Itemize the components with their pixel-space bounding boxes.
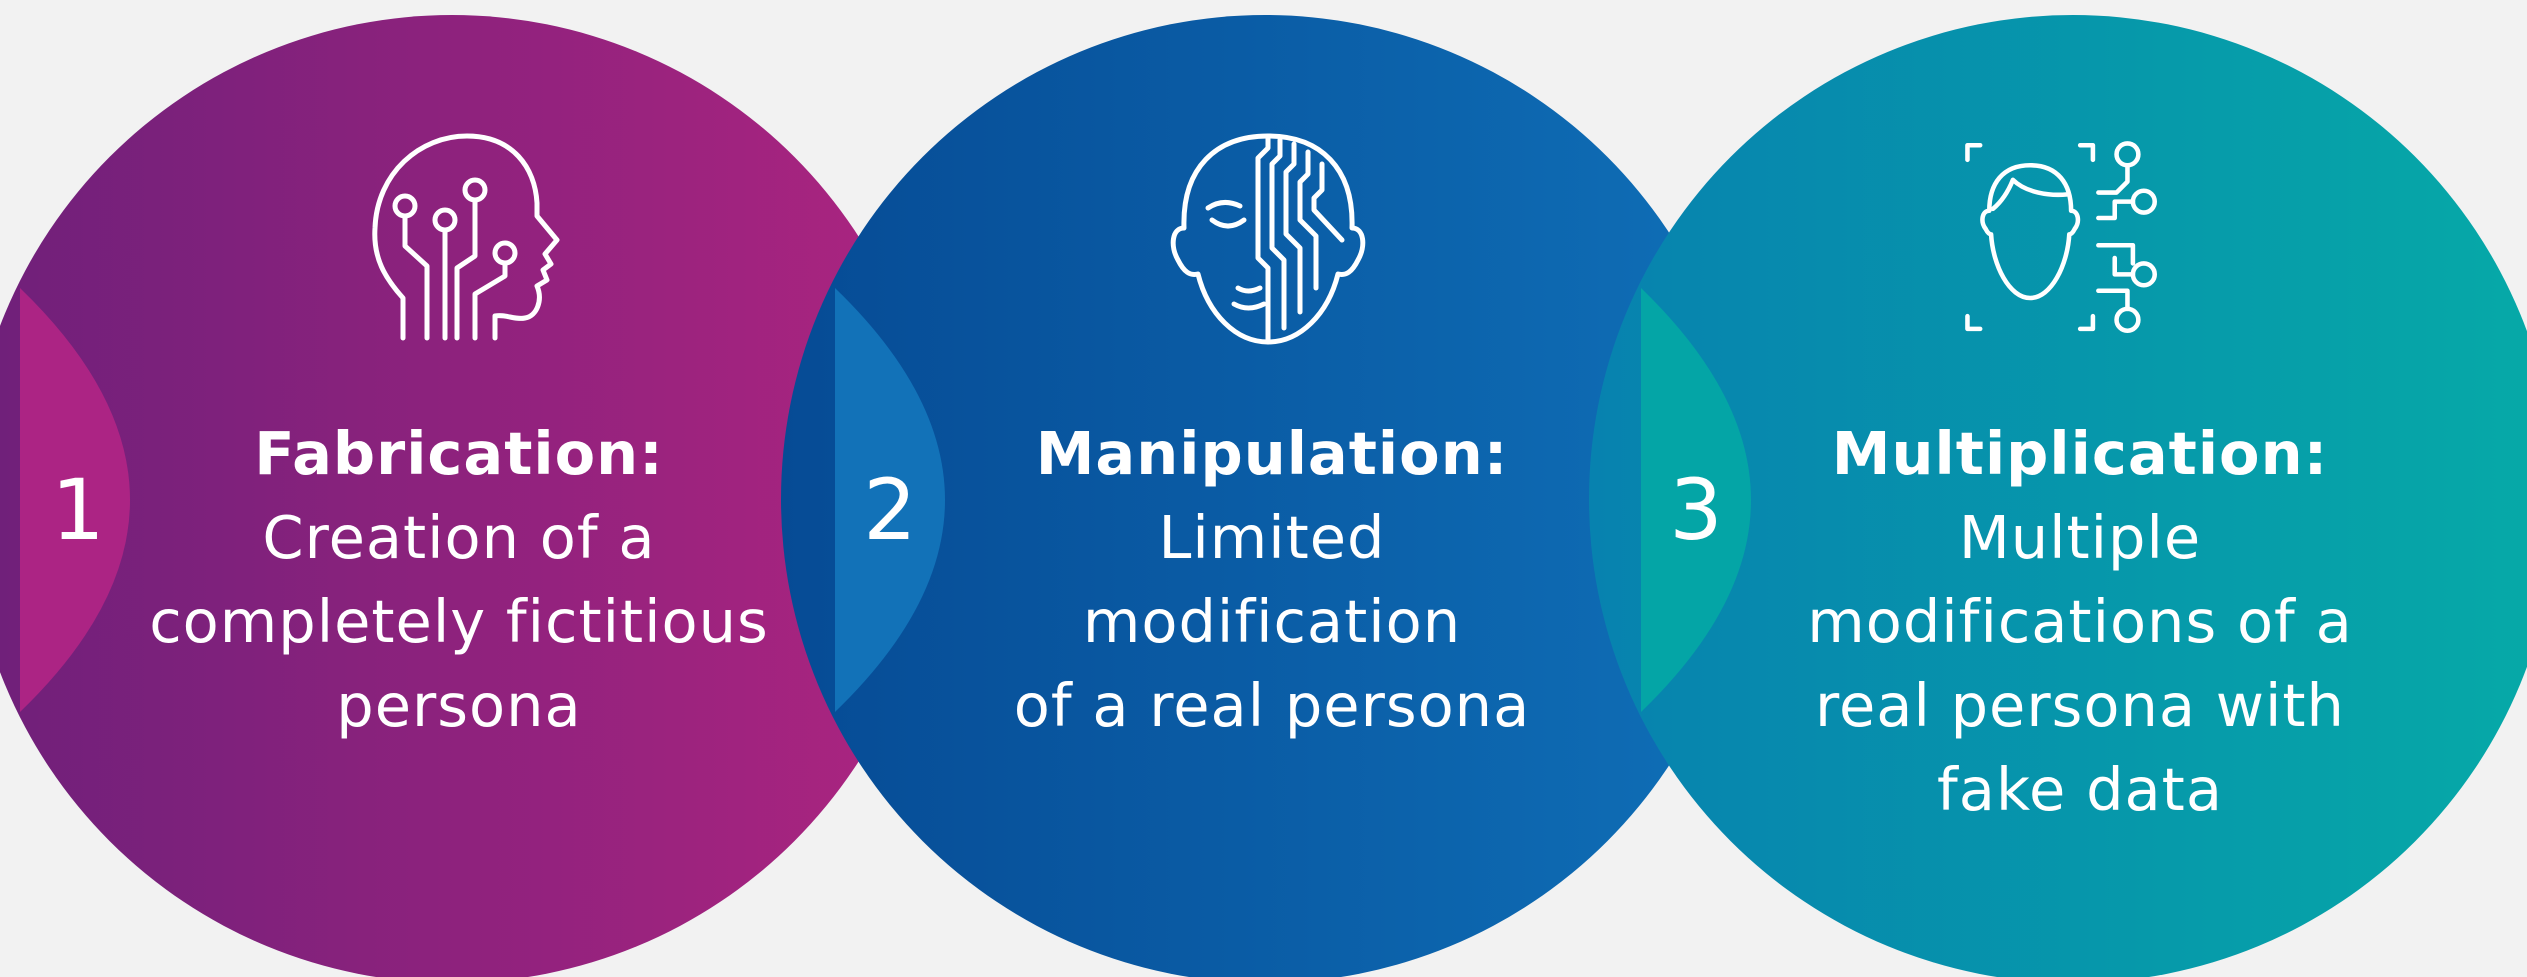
step-number-3: 3 (1669, 461, 1723, 559)
step-3-text: Multiplication: Multiple modifications o… (1720, 412, 2440, 832)
step-1-line-2: completely fictitious (149, 587, 769, 656)
lens-3 (1641, 288, 1751, 712)
ai-head-circuit-icon (365, 128, 565, 348)
step-3-line-4: fake data (1937, 755, 2223, 824)
face-scan-circuit-icon (1962, 128, 2162, 348)
half-circuit-face-icon (1168, 128, 1368, 348)
circle-1 (0, 15, 936, 977)
lens-2 (835, 288, 945, 712)
step-1-line-1: Creation of a (262, 503, 656, 572)
circle-2 (781, 15, 1749, 977)
step-2-line-3: of a real persona (1013, 671, 1531, 740)
step-number-2: 2 (863, 461, 917, 559)
step-3-line-3: real persona with (1815, 671, 2345, 740)
step-3-title: Multiplication: (1831, 419, 2329, 488)
step-2-line-2: modification (1082, 587, 1462, 656)
step-2-title: Manipulation: (1035, 419, 1509, 488)
step-2-text: Manipulation: Limited modification of a … (912, 412, 1632, 748)
step-1-text: Fabrication: Creation of a completely fi… (99, 412, 819, 748)
step-1-line-3: persona (336, 671, 582, 740)
step-3-line-2: modifications of a (1807, 587, 2353, 656)
step-number-1: 1 (51, 461, 105, 559)
circle-3 (1589, 15, 2527, 977)
step-2-line-1: Limited (1158, 503, 1386, 572)
lens-1 (20, 288, 130, 712)
step-1-title: Fabrication: (254, 419, 664, 488)
step-3-line-1: Multiple (1958, 503, 2202, 572)
